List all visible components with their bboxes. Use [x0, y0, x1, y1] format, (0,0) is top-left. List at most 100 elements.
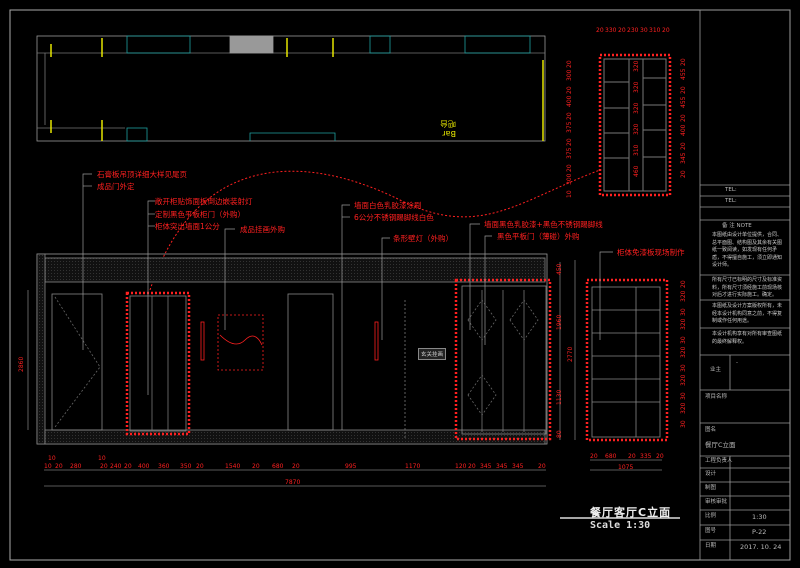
- dimension-value: 20: [100, 463, 108, 470]
- review-label: 审核审批: [705, 499, 728, 505]
- dimension-value: 320: [680, 346, 687, 358]
- dimension-value: 455: [680, 68, 687, 80]
- project-label: 项目名称: [705, 394, 728, 400]
- dimension-value: 20: [680, 114, 687, 122]
- annotation: 成品挂画外购: [240, 225, 285, 234]
- number-value: P-22: [752, 528, 767, 536]
- dimension-value: 20: [656, 453, 664, 460]
- dimension-value: 10: [98, 455, 106, 462]
- dimension-value: 320: [633, 123, 640, 135]
- annotation: 敞开柜贴饰面板倒边嵌装射灯: [155, 197, 253, 206]
- dimension-value: 20: [124, 463, 132, 470]
- scale-label: 比例: [705, 513, 717, 519]
- dimension-value: 320: [680, 318, 687, 330]
- bar-en: Bar: [442, 129, 456, 138]
- leader-lines: [82, 173, 613, 430]
- note: 本设计机构享有对所有审查图纸的最终解释权。: [712, 331, 783, 345]
- sheet-border: [9, 9, 791, 561]
- dimension-value: 310: [633, 144, 640, 156]
- dimension-value: 995: [345, 463, 357, 470]
- drawing-name-label: 图名: [705, 427, 717, 433]
- dimension-value: 30: [640, 27, 648, 34]
- annotation: 黑色平板门（薄碰）外购: [497, 232, 580, 241]
- dimension-value: 20: [566, 86, 573, 94]
- dimension-value: 400: [138, 463, 150, 470]
- drawing-name: 餐厅C立面: [705, 441, 736, 449]
- dimension-value: 20: [196, 463, 204, 470]
- dimension-value: 20: [538, 463, 546, 470]
- dimension-value: 10: [566, 190, 573, 198]
- number-label: 图号: [705, 528, 717, 534]
- design-label: 设计: [705, 471, 717, 477]
- annotation: 石膏板吊顶详细大样见尾页: [97, 170, 187, 179]
- dimension-value: 1170: [405, 463, 421, 470]
- dimension-value: 20: [566, 164, 573, 172]
- dimension-value: 400: [566, 95, 573, 107]
- dimension-value: 20: [590, 453, 598, 460]
- dimension-value: 80: [556, 430, 563, 438]
- dimension-value: 320: [633, 81, 640, 93]
- dimension-value: 20: [680, 280, 687, 288]
- dim-total: 7870: [285, 479, 301, 486]
- dimension-value: 20: [566, 112, 573, 120]
- dim-mid-total: 2770: [567, 346, 574, 362]
- dimension-value: 360: [158, 463, 170, 470]
- date-value: 2017. 10. 24: [740, 543, 782, 551]
- dimension-value: 1960: [556, 314, 563, 330]
- dimension-value: 345: [480, 463, 492, 470]
- dimension-value: 20: [662, 27, 670, 34]
- dimension-value: 330: [605, 27, 617, 34]
- annotation: 柜体突出墙面1公分: [155, 222, 220, 231]
- annotation: 定制黑色平板柜门（外购）: [155, 210, 245, 219]
- dimension-value: 300: [566, 173, 573, 185]
- dimension-value: 460: [633, 165, 640, 177]
- title-block-frame: [699, 9, 791, 561]
- dimension-value: 20: [55, 463, 63, 470]
- dimension-value: 320: [633, 60, 640, 72]
- dimension-value: 310: [649, 27, 661, 34]
- dimension-value: 375: [566, 147, 573, 159]
- dimension-value: 320: [633, 102, 640, 114]
- dimension-value: 345: [496, 463, 508, 470]
- dimension-value: 20: [680, 142, 687, 150]
- tel-2: TEL:: [725, 198, 737, 204]
- engineer-label: 工程负责人: [705, 458, 733, 464]
- dimension-value: 20: [680, 86, 687, 94]
- dimension-value: 400: [680, 124, 687, 136]
- dimension-value: 20: [680, 170, 687, 178]
- dimension-value: 20: [292, 463, 300, 470]
- drawing-title: 餐厅客厅C立面: [590, 506, 672, 519]
- annotation: 墙面白色乳胶漆涂刷: [354, 201, 422, 210]
- dimension-value: 320: [680, 402, 687, 414]
- dim-left-height: 2860: [18, 356, 25, 372]
- dimension-value: 30: [680, 308, 687, 316]
- notes-header: 备 注 NOTE: [722, 223, 752, 229]
- note: 本图纸由设计单位提供，合同、总平面图、结构图及其余有关图纸一致阅读，如发现有任何…: [712, 232, 783, 268]
- dimension-value: 230: [627, 27, 639, 34]
- dimension-value: 20: [252, 463, 260, 470]
- dimension-value: 320: [680, 374, 687, 386]
- tel-1: TEL:: [725, 187, 737, 193]
- scale-value: 1:30: [752, 513, 767, 521]
- dimension-value: 345: [512, 463, 524, 470]
- owner-label: 业主: [710, 367, 722, 373]
- dimension-value: 300: [566, 69, 573, 81]
- note: 所有尺寸已标明的尺寸及标准资料，所有尺寸须经施工前现场核对后才进行实际施工。确定…: [712, 277, 783, 298]
- dimension-value: 20: [566, 60, 573, 68]
- dimension-value: 375: [566, 121, 573, 133]
- dimension-value: 240: [110, 463, 122, 470]
- elevation: [27, 253, 680, 519]
- dimension-value: 30: [680, 336, 687, 344]
- draw-label: 制图: [705, 485, 717, 491]
- wall-stamp: 玄关挂画: [418, 348, 447, 360]
- floor-plan: [36, 35, 546, 142]
- dimension-value: 1540: [225, 463, 241, 470]
- dimension-value: 30: [680, 364, 687, 372]
- dimension-value: 20: [680, 58, 687, 66]
- dimension-value: 280: [70, 463, 82, 470]
- dim-cabinet-total: 1075: [618, 464, 634, 471]
- bar-cn: 吧台: [440, 119, 456, 128]
